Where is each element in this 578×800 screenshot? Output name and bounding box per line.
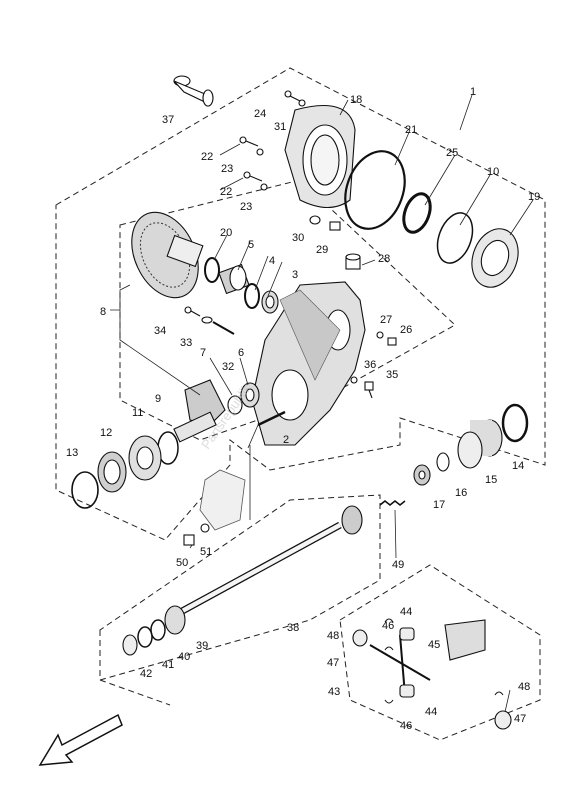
part-10-ring (436, 212, 474, 264)
callout-29: 29 (316, 244, 328, 256)
part-38-drive-shaft (173, 505, 363, 619)
callout-30: 30 (292, 232, 304, 244)
callout-22-upper: 22 (201, 151, 213, 163)
callout-8: 8 (100, 306, 106, 318)
parts-33-34-7 (184, 306, 235, 335)
callout-19: 19 (528, 191, 540, 203)
callout-47-left: 47 (327, 657, 339, 669)
part-4-washer (244, 283, 260, 309)
callout-16: 16 (455, 487, 467, 499)
part-12-nut (97, 451, 127, 493)
part-40-ring (150, 619, 166, 641)
part-14-oil-seal (501, 403, 529, 443)
callout-2: 2 (283, 434, 289, 446)
callout-22-lower: 22 (220, 186, 232, 198)
callout-23-upper: 23 (221, 163, 233, 175)
gear-case-housing (251, 281, 366, 446)
part-49-spring (379, 499, 406, 507)
callout-26: 26 (400, 324, 412, 336)
callout-5: 5 (248, 239, 254, 251)
callout-24: 24 (254, 108, 266, 120)
part-5-bearing (218, 263, 250, 295)
callout-31: 31 (274, 121, 286, 133)
part-16-washer (436, 452, 450, 472)
callout-1: 1 (470, 86, 476, 98)
part-19-bearing (471, 228, 519, 288)
callout-21: 21 (405, 124, 417, 136)
part-17-collar (413, 464, 431, 486)
part-50-bolt (183, 534, 195, 546)
callout-7: 7 (200, 347, 206, 359)
bolts-cover (239, 90, 341, 231)
outline-universal-joint (339, 564, 541, 741)
callout-4: 4 (269, 255, 275, 267)
outline-shaft-lower (99, 679, 171, 706)
callout-labels: 1 2 3 4 5 6 7 8 9 10 11 12 13 14 15 16 1… (66, 86, 540, 732)
callout-34: 34 (154, 325, 166, 337)
part-25-shim (402, 192, 432, 234)
outline-main-assembly (55, 67, 546, 541)
part-21-o-ring (344, 150, 406, 230)
bearing-retainer-bracket (199, 469, 246, 531)
callout-40: 40 (178, 651, 190, 663)
callout-39: 39 (196, 640, 208, 652)
front-arrow-icon (38, 713, 123, 766)
part-42-collar (122, 634, 138, 656)
callout-25: 25 (446, 147, 458, 159)
callout-38: 38 (287, 622, 299, 634)
callout-17: 17 (433, 499, 445, 511)
universal-joint (352, 618, 512, 730)
callout-13: 13 (66, 447, 78, 459)
part-41-ring (137, 626, 153, 648)
parts-32-6-2 (227, 382, 286, 427)
callout-20: 20 (220, 227, 232, 239)
part-13-o-ring (71, 471, 99, 509)
callout-33: 33 (180, 337, 192, 349)
callout-36: 36 (364, 359, 376, 371)
callout-50: 50 (176, 557, 188, 569)
callout-46-upper: 46 (382, 620, 394, 632)
leader-lines (110, 94, 534, 713)
callout-12: 12 (100, 427, 112, 439)
callout-11: 11 (132, 407, 143, 419)
part-15-bearing (457, 419, 503, 469)
callout-42: 42 (140, 668, 152, 680)
callout-14: 14 (512, 460, 524, 472)
part-11-bearing (128, 435, 162, 481)
part-20-shim (204, 257, 220, 283)
part-37-pin (173, 75, 214, 107)
callout-27: 27 (380, 314, 392, 326)
part-28-breather-cap (345, 253, 361, 270)
callout-49: 49 (392, 559, 404, 571)
callout-35: 35 (386, 369, 398, 381)
callout-43: 43 (328, 686, 340, 698)
callout-28: 28 (378, 253, 390, 265)
part-51-washer (200, 523, 210, 533)
callout-46-lower: 46 (400, 720, 412, 732)
callout-51: 51 (200, 546, 212, 558)
bolts-case (350, 331, 397, 399)
callout-44-upper: 44 (400, 606, 412, 618)
callout-47-right: 47 (514, 713, 526, 725)
callout-23-lower: 23 (240, 201, 252, 213)
part-39-oil-seal (164, 605, 186, 635)
part-8-ring-gear (131, 211, 204, 299)
callout-48-left: 48 (327, 630, 339, 642)
callout-18: 18 (350, 94, 362, 106)
callout-48-right: 48 (518, 681, 530, 693)
part-18-housing-cover (284, 104, 356, 209)
callout-3: 3 (292, 269, 298, 281)
callout-15: 15 (485, 474, 497, 486)
part-3-collar (261, 290, 279, 314)
callout-6: 6 (238, 347, 244, 359)
callout-9: 9 (155, 393, 161, 405)
callout-44-lower: 44 (425, 706, 437, 718)
callout-41: 41 (162, 659, 174, 671)
callout-32: 32 (222, 361, 234, 373)
callout-10: 10 (487, 166, 499, 178)
callout-37: 37 (162, 114, 174, 126)
callout-45: 45 (428, 639, 440, 651)
